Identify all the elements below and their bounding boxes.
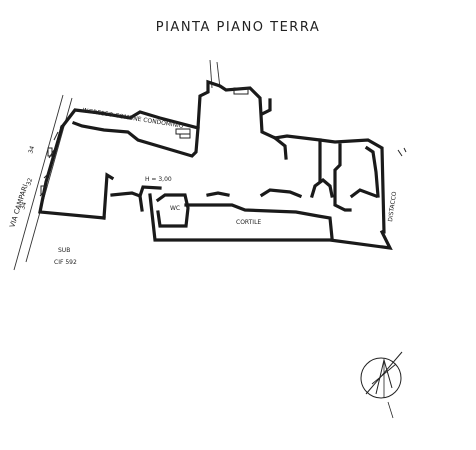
- street-number-2: 32: [25, 177, 34, 187]
- wc-label: WC: [170, 205, 180, 212]
- room-height-label: H = 3,00: [145, 176, 172, 183]
- sub-label: SUB: [58, 247, 70, 254]
- neighbor-entrance-label: INGRESSO COMUNE CONDOMINIO: [82, 107, 185, 130]
- distacco-label: DISTACCO: [387, 191, 398, 222]
- plan-title: PIANTA PIANO TERRA: [156, 20, 321, 35]
- building-walls: [38, 79, 393, 250]
- courtyard-label: CORTILE: [236, 219, 261, 226]
- north-arrow-icon: [360, 351, 403, 419]
- street-number-1: 34: [27, 145, 36, 155]
- internal-details: [39, 87, 407, 197]
- cif-label: CIF 592: [54, 259, 77, 266]
- street-number-3: 34: [19, 201, 28, 211]
